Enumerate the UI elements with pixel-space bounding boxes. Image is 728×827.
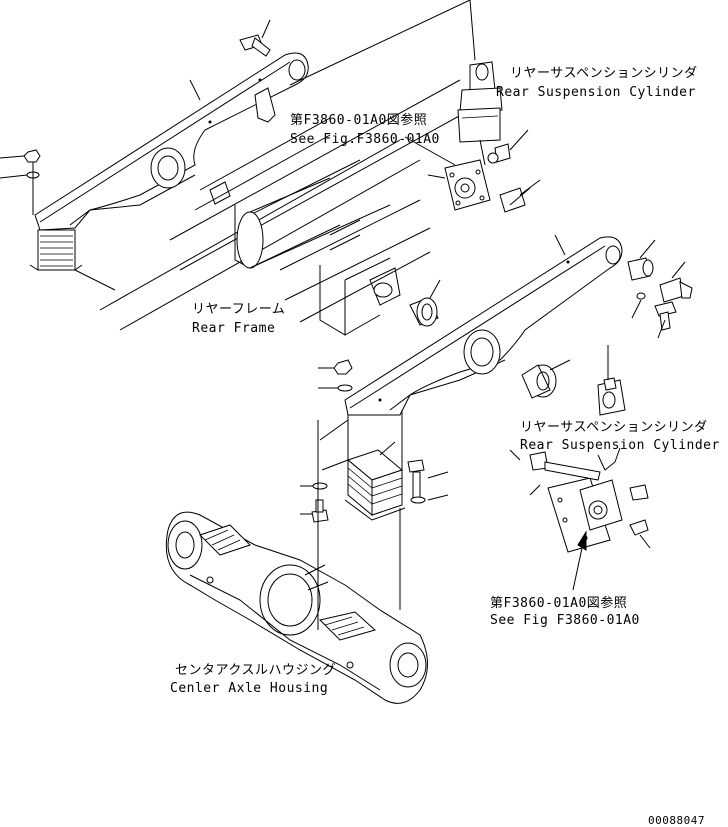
center-rubber-mount — [321, 441, 406, 521]
assembly-guides — [347, 410, 403, 610]
rear-cylinder-top-en: Rear Suspension Cylinder — [496, 85, 696, 100]
guide-left — [319, 419, 349, 441]
rear-cylinder-top-jp: リヤーサスペンションシリンダ — [510, 66, 698, 81]
leader-ref-top — [404, 136, 456, 166]
right-equalizer-bar — [344, 236, 623, 416]
ref-bottom-en: See Fig F3860-01A0 — [490, 613, 640, 628]
rear-cylinder-right-jp: リヤーサスペンションシリンダ — [520, 420, 708, 435]
leader-top — [289, 0, 476, 86]
mount-bolts — [300, 459, 449, 523]
left-equalizer-bar — [34, 52, 309, 231]
drawing-number: 00088047 — [648, 814, 705, 827]
leader-bar-left — [189, 79, 201, 101]
left-nut-washer — [0, 149, 41, 215]
ref-bottom-jp: 第F3860-01A0図参照 — [490, 596, 628, 611]
center-axle-housing — [165, 511, 428, 704]
cylinder-mount-upper — [427, 129, 541, 213]
axle-housing-en: Cenler Axle Housing — [170, 681, 329, 696]
rear-cylinder-right-en: Rear Suspension Cylinder — [520, 438, 720, 453]
axle-housing-jp: センタアクスルハウジング — [175, 663, 336, 678]
bushing-rear — [521, 359, 571, 399]
rear-frame — [99, 79, 471, 336]
left-rubber-mount — [29, 229, 116, 291]
rear-frame-en: Rear Frame — [192, 321, 276, 336]
pin-upper — [239, 19, 271, 57]
rear-frame-jp: リヤーフレーム — [192, 302, 286, 317]
center-nut-washer — [318, 359, 353, 392]
reference-arrow — [572, 530, 587, 591]
pin-right-set — [627, 239, 693, 339]
cylinder-mount-lower — [509, 449, 651, 553]
bushing-front — [409, 279, 441, 327]
suspension-cylinder-upper — [457, 61, 503, 166]
suspension-cylinder-right — [597, 345, 626, 471]
ref-top-en: See Fig.F3860-01A0 — [290, 132, 440, 147]
leader-bar-right — [554, 234, 566, 256]
ref-top-jp: 第F3860-01A0図参照 — [290, 113, 428, 128]
